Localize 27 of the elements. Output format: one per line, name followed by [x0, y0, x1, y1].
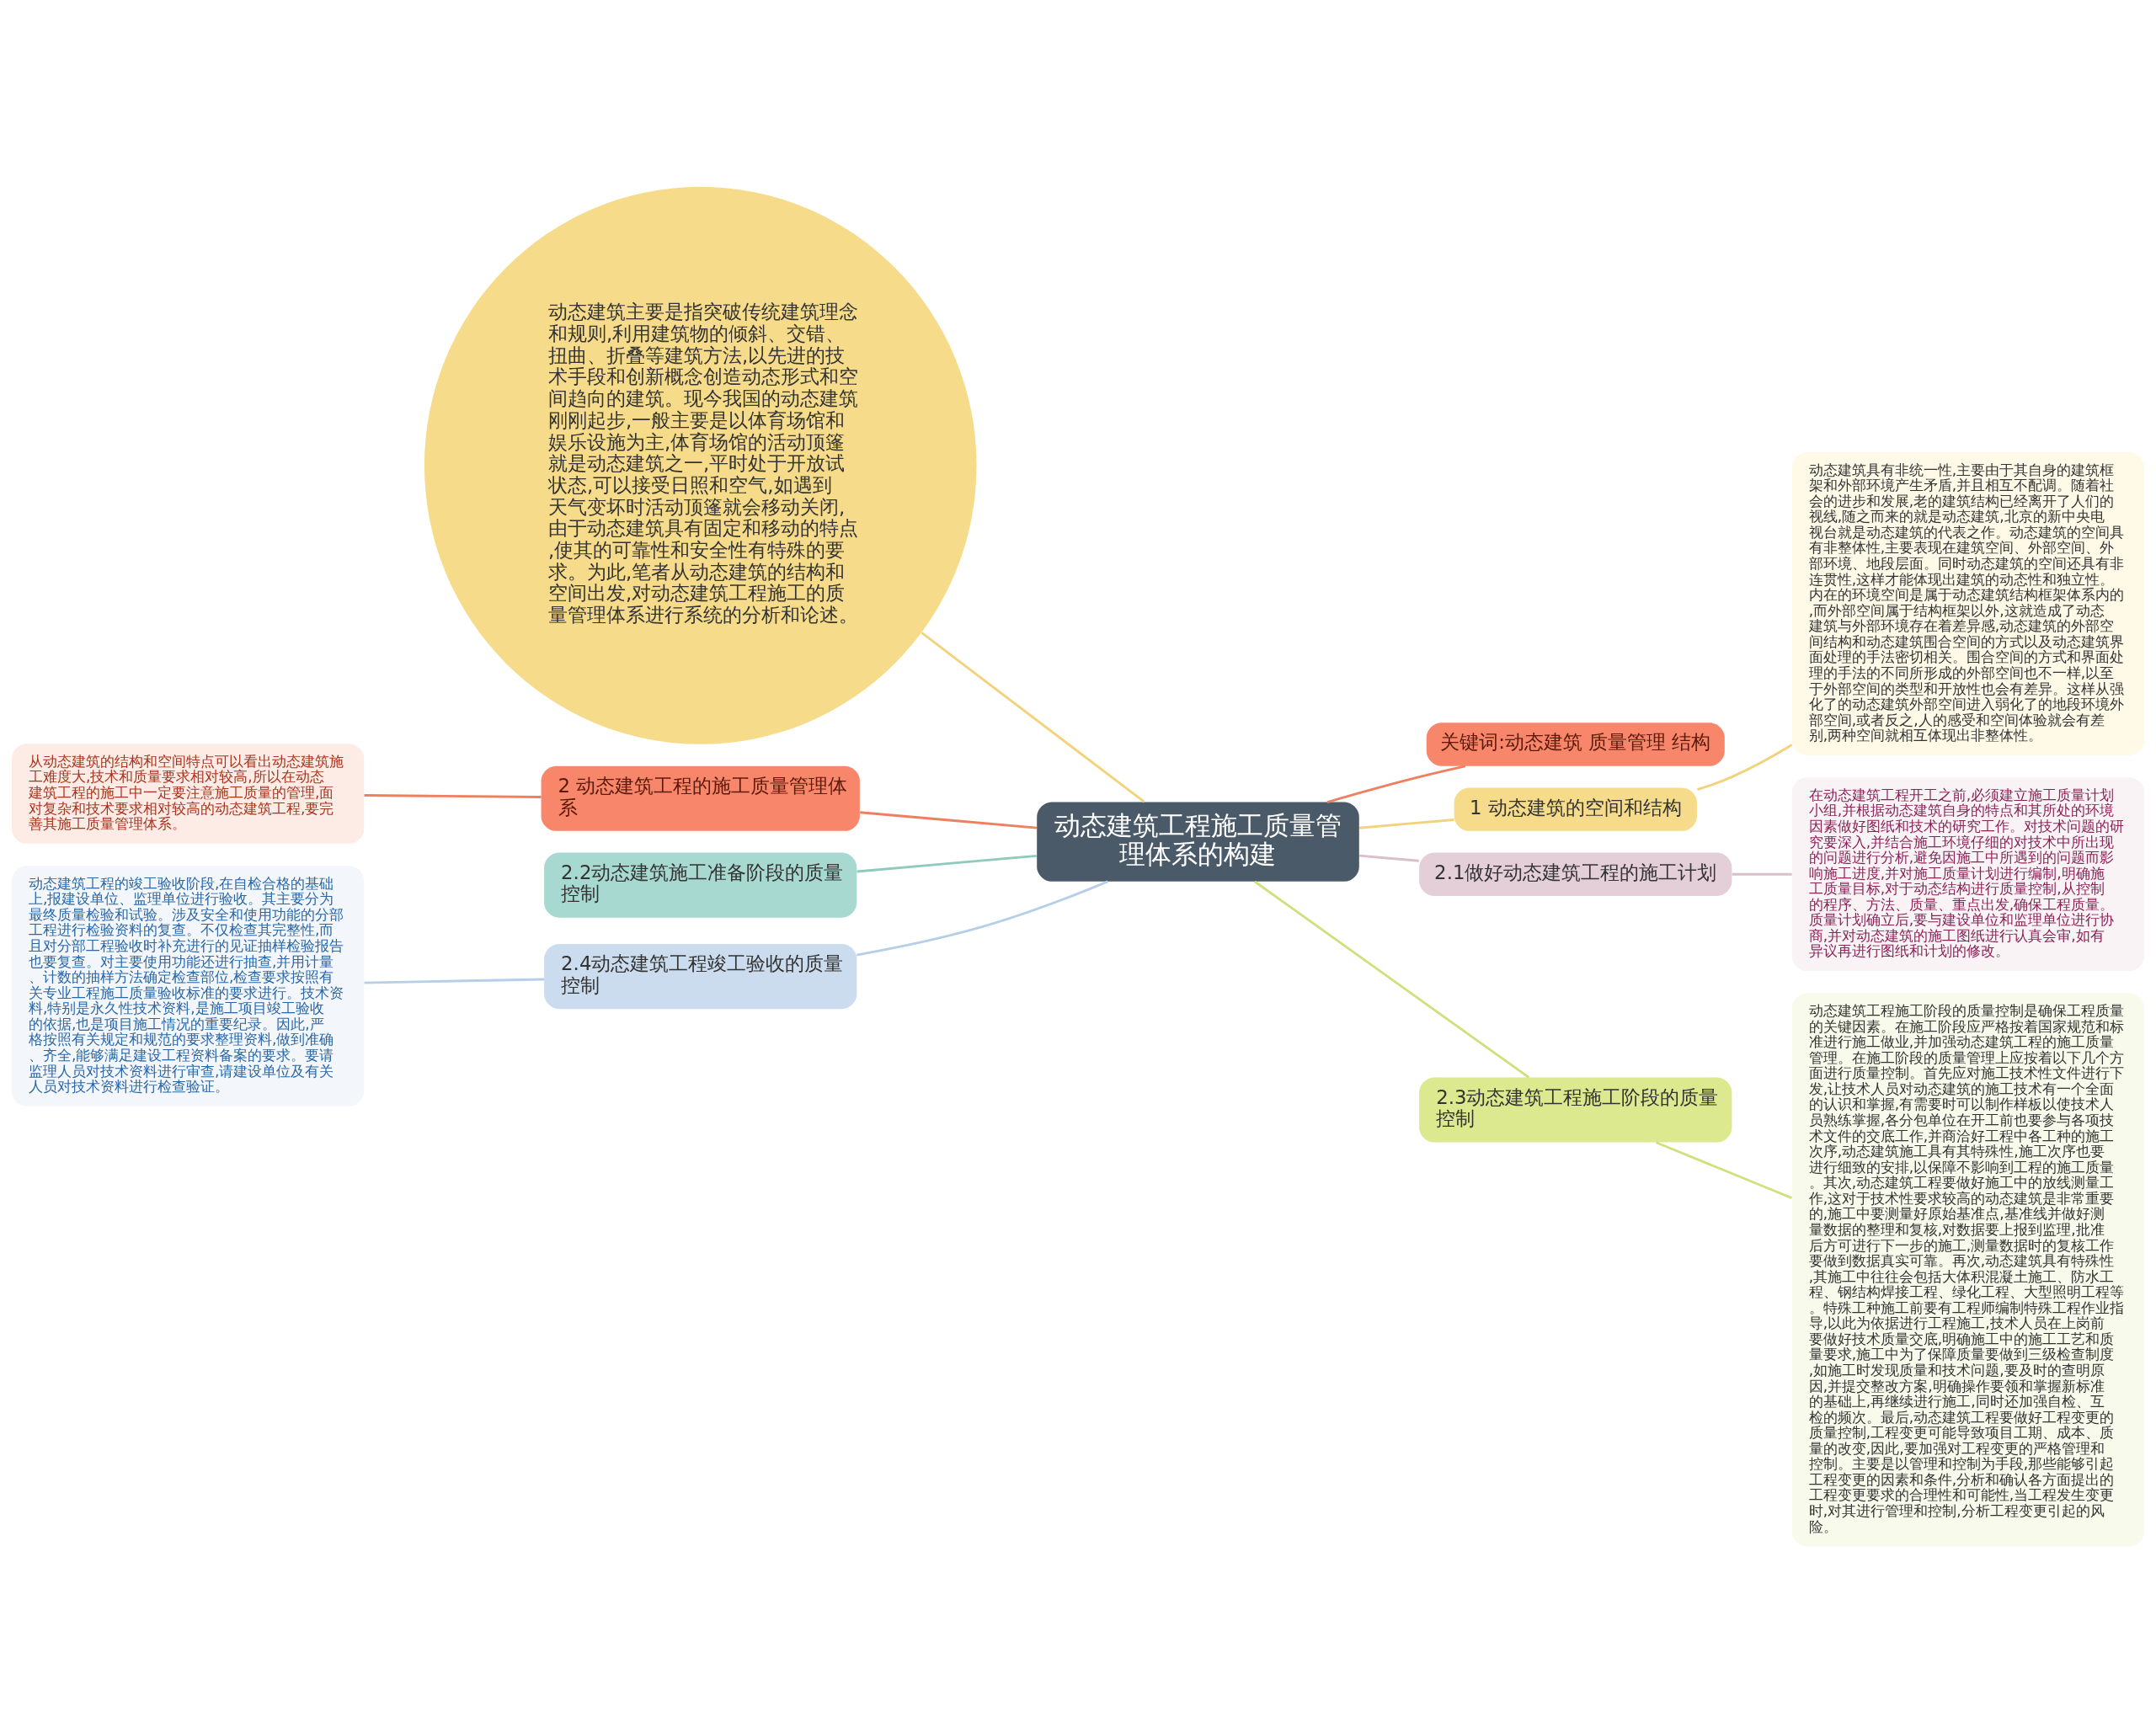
- node-box: 2.3动态建筑工程施工阶段的质量控制: [1419, 1077, 1732, 1143]
- node-box: 2.4动态建筑工程竣工验收的质量控制: [544, 944, 857, 1010]
- connector: [364, 978, 544, 984]
- node-box: 从动态建筑的结构和空间特点可以看出动态建筑施工难度大,技术和质量要求相对较高,所以在动态建筑工程的施工中一定要注意施工质量的管理,面对复杂和技术要求相对较高的动态建筑工程,要完善其施工质量管理体系。: [11, 744, 365, 844]
- node-box: 1 动态建筑的空间和结构: [1454, 787, 1697, 831]
- node-box: 动态建筑具有非统一性,主要由于其自身的建筑框架和外部环境产生矛盾,并且相互不配调。随着社会的进步和发展,老的建筑结构已经离开了人们的视线,随之而来的就是动态建筑,北京的新中央电视台就是动态建筑的代表之作。动态建筑的空间具有非整体性,主要表现在建筑空间、外部空间、外部环境、地段层面。同时动态建筑的空间还具有非连贯性,这样才能体现出建筑的动态性和独立性。内在的环境空间是属于动态建筑结构框架体系内的,而外部空间属于结构框架以外,这就造成了动态建筑与外部环境存在着差异感,动态建筑的外部空间结构和动态建筑围合空间的方式以及动态建筑界面处理的手法密切相关。围合空间的方式和界面处理的手法的不同所形成的外部空间也不一样,以至于外部空间的类型和开放性也会有差异。这样从强化了的动态建筑外部空间进入弱化了的地段环境外部空间,或者反之,人的感受和空间体验就会有差别,两种空间就相互体现出非整体性。: [1791, 452, 2145, 755]
- node-box: 2.1做好动态建筑工程的施工计划: [1419, 852, 1732, 896]
- node-box: 2.2动态建筑施工准备阶段的质量控制: [544, 852, 857, 918]
- node-box: 在动态建筑工程开工之前,必须建立施工质量计划小组,并根据动态建筑自身的特点和其所处的环境因素做好图纸和技术的研究工作。对技术问题的研究要深入,并结合施工环境仔细的对技术中所出现的问题进行分析,避免因施工中所遇到的问题而影响施工进度,并对施工质量计划进行编制,明确施工质量目标,对于动态结构进行质量控制,从控制的程序、方法、质量、重点出发,确保工程质量。质量计划确立后,要与建设单位和监理单位进行协商,并对动态建筑的施工图纸进行认真会审,如有异议再进行图纸和计划的修改。: [1791, 777, 2145, 972]
- connector: [364, 794, 542, 798]
- connector: [857, 854, 1037, 873]
- connector: [860, 811, 1038, 829]
- node-box: 动态建筑工程施工质量管理体系的构建: [1037, 802, 1359, 882]
- connector: [1697, 744, 1793, 791]
- connector: [1359, 819, 1454, 829]
- node-box: 关键词:动态建筑 质量管理 结构: [1426, 723, 1725, 766]
- connector: [921, 632, 1145, 803]
- node-circle: 动态建筑主要是指突破传统建筑理念和规则,利用建筑物的倾斜、交错、扭曲、折叠等建筑方法,以先进的技术手段和创新概念创造动态形式和空间趋向的建筑。现今我国的动态建筑刚刚起步,一般主要是以体育场馆和娱乐设施为主,体育场馆的活动顶篷就是动态建筑之一,平时处于开放试状态,可以接受日照和空气,如遇到天气变坏时活动顶篷就会移动关闭,由于动态建筑具有固定和移动的特点,使其的可靠性和安全性有特殊的要求。为此,笔者从动态建筑的结构和空间出发,对动态建筑工程施工的质量管理体系进行系统的分析和论述。: [424, 186, 977, 744]
- connector: [1359, 854, 1419, 862]
- connector: [1655, 1141, 1793, 1199]
- node-box: 2 动态建筑工程的施工质量管理体系: [541, 765, 860, 831]
- connector: [857, 880, 1108, 957]
- connector: [1732, 872, 1792, 876]
- connector: [1254, 880, 1530, 1079]
- node-box: 动态建筑工程施工阶段的质量控制是确保工程质量的关键因素。在施工阶段应严格按着国家规范和标准进行施工做业,并加强动态建筑工程的施工质量管理。在施工阶段的质量管理上应按着以下几个方面进行质量控制。首先应对施工技术性文件进行下发,让技术人员对动态建筑的施工技术有一个全面的认识和掌握,有需要时可以制作样板以使技术人员熟练掌握,各分包单位在开工前也要参与各项技术文件的交底工作,并商洽好工程中各工种的施工次序,动态建筑施工具有其特殊性,施工次序也要进行细致的安排,以保障不影响到工程的施工质量。其次,动态建筑工程要做好施工中的放线测量工作,这对于技术性要求较高的动态建筑是非常重要的,施工中要测量好原始基准点,基准线并做好测量数据的整理和复核,对数据要上报到监理,批准后方可进行下一步的施工,测量数据时的复核工作要做到数据真实可靠。再次,动态建筑具有特殊性,其施工中往往会包括大体积混凝土施工、防水工程、钢结构焊接工程、绿化工程、大型照明工程等。特殊工种施工前要有工程师编制特殊工程作业指导,以此为依据进行工程施工,技术人员在上岗前要做好技术质量交底,明确施工中的施工工艺和质量要求,施工中为了保障质量要做到三级检查制度,如施工时发现质量和技术问题,要及时的查明原因,并提交整改方案,明确操作要领和掌握新标准的基础上,再继续进行施工,同时还加强自检、互检的频次。最后,动态建筑工程要做好工程变更的质量控制,工程变更可能导致项目工期、成本、质量的改变,因此,要加强对工程变更的严格管理和控制。主要是以管理和控制为手段,那些能够引起工程变更的因素和条件,分析和确认各方面提出的工程变更要求的合理性和可能性,当工程发生变更时,对其进行管理和控制,分析工程变更引起的风险。: [1791, 993, 2145, 1547]
- node-box: 动态建筑工程的竣工验收阶段,在自检合格的基础上,报建设单位、监理单位进行验收。其主要分为最终质量检验和试验。涉及安全和使用功能的分部工程进行检验资料的复查。不仅检查其完整性,而且对分部工程验收时补充进行的见证抽样检验报告也要复查。对主要使用功能还进行抽查,并用计量、计数的抽样方法确定检查部位,检查要求按照有关专业工程施工质量验收标准的要求进行。技术资料,特别是永久性技术资料,是施工项目竣工验收的依据,也是项目施工情况的重要纪录。因此,严格按照有关规定和规范的要求整理资料,做到准确、齐全,能够满足建设工程资料备案的要求。要请监理人员对技术资料进行审查,请建设单位及有关人员对技术资料进行检查验证。: [11, 866, 365, 1106]
- connector: [1326, 765, 1466, 803]
